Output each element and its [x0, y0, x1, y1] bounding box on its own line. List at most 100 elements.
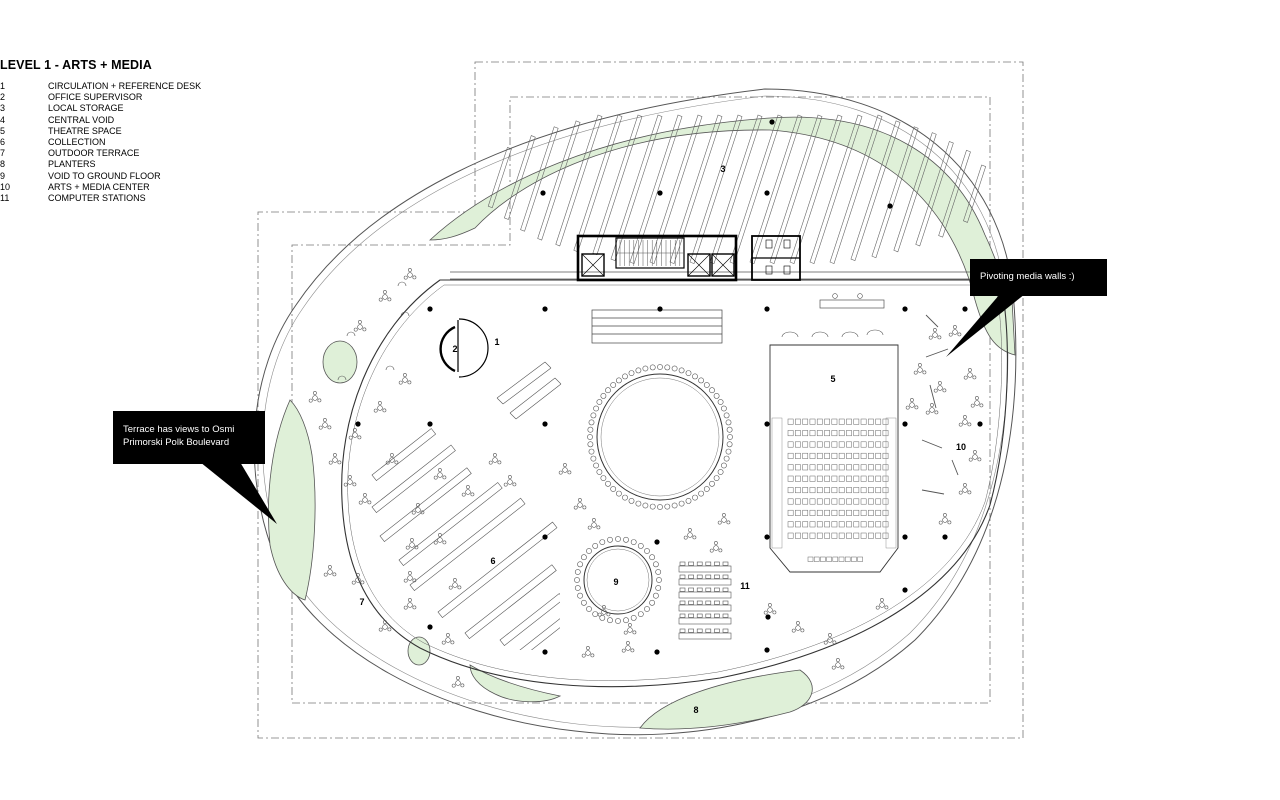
- legend-item-number: 1: [0, 81, 6, 91]
- void-ground-floor: [574, 536, 662, 624]
- storage-shelf: [629, 114, 683, 264]
- void9-chair: [574, 585, 581, 591]
- void-ground-floor-seating: [574, 536, 662, 624]
- cluster-chair: [412, 578, 417, 583]
- void9-chair: [574, 577, 580, 583]
- void-chair: [587, 441, 594, 448]
- theatre-seat: [824, 430, 830, 437]
- callout-media-walls: Pivoting media walls :): [970, 259, 1107, 296]
- computer-chair: [714, 613, 720, 618]
- structural-columns: [355, 119, 983, 655]
- cluster-chair: [382, 408, 387, 413]
- cluster-chair: [592, 518, 596, 522]
- theatre-seat: [875, 532, 882, 539]
- cluster-chair: [726, 520, 731, 525]
- computer-chair: [679, 561, 686, 566]
- void-chair: [685, 370, 692, 376]
- shelf-pair-a: [496, 361, 552, 405]
- cluster-chair: [348, 435, 353, 440]
- cluster-table: [327, 569, 333, 575]
- cluster-table: [909, 402, 915, 408]
- theatre-seat: [853, 441, 860, 448]
- cluster-chair: [402, 373, 407, 377]
- cluster-table: [492, 457, 498, 463]
- computer-chair: [714, 628, 720, 633]
- storage-shelf: [592, 114, 643, 256]
- cluster-chair: [963, 483, 967, 487]
- void-chair: [593, 405, 599, 412]
- theatre-seat: [882, 441, 889, 448]
- media-wall: [921, 489, 945, 495]
- theatre-seat: [860, 430, 867, 437]
- cluster-table: [355, 577, 361, 583]
- theatre-seat: [844, 556, 851, 562]
- cluster-chair: [403, 578, 408, 583]
- cluster-table: [389, 457, 395, 463]
- theatre-seat: [882, 498, 889, 505]
- void-chair: [587, 426, 594, 433]
- column: [427, 421, 433, 427]
- storage-shelf: [729, 114, 783, 264]
- void-chair: [698, 377, 704, 384]
- computer-chair: [722, 600, 729, 605]
- void-chair: [610, 486, 617, 492]
- cluster-chair: [563, 463, 567, 467]
- collection-shelf: [379, 467, 472, 543]
- theatre-seating: [787, 418, 889, 562]
- theatre-seat: [809, 532, 816, 539]
- storage-shelf: [573, 114, 623, 253]
- planter-west: [268, 399, 316, 601]
- void-chair: [698, 490, 704, 497]
- void9-chair: [623, 536, 629, 543]
- cluster-table: [937, 385, 943, 391]
- void-chair: [717, 469, 724, 475]
- theatre-seat: [795, 452, 801, 459]
- computer-chair: [688, 561, 694, 566]
- theatre-seat: [838, 430, 845, 437]
- collection-shelf: [398, 482, 503, 567]
- collection-shelf: [409, 497, 526, 592]
- void9-chair: [623, 617, 629, 624]
- theatre-seat: [802, 418, 809, 425]
- void-chair: [635, 500, 642, 507]
- media-wall: [925, 348, 949, 358]
- core-walls: [576, 234, 738, 282]
- storage-shelf: [789, 114, 843, 264]
- theatre-seat: [802, 475, 809, 482]
- storage-shelf: [537, 120, 581, 241]
- cluster-table: [929, 407, 935, 413]
- theatre-seat: [831, 430, 838, 437]
- theatre-seat: [860, 441, 867, 448]
- escalator-frame: [591, 309, 723, 344]
- office-wall-right: [458, 318, 489, 378]
- room-number-3: 3: [720, 164, 725, 174]
- cluster-table: [962, 419, 968, 425]
- theatre-seat: [824, 498, 830, 505]
- storage-shelving: [487, 114, 987, 264]
- theatre-seat: [802, 521, 809, 528]
- cluster-chair: [470, 492, 475, 497]
- computer-chair: [714, 561, 720, 566]
- theatre-seat: [820, 556, 826, 562]
- planter-north: [428, 116, 1016, 356]
- callout-media-pointer: [946, 294, 1025, 357]
- cluster-table: [357, 324, 363, 330]
- column: [542, 306, 548, 312]
- theatre-seat: [875, 498, 882, 505]
- cluster-chair: [937, 335, 942, 340]
- void9-chair: [615, 536, 621, 542]
- computer-chair: [696, 613, 703, 618]
- theatre-seat: [846, 498, 852, 505]
- void-chair: [664, 364, 671, 371]
- void-chair: [721, 405, 727, 412]
- theatre-seat: [838, 556, 845, 562]
- cluster-chair: [420, 510, 425, 515]
- theatre-seat: [831, 441, 838, 448]
- void-chair: [692, 494, 698, 501]
- cluster-table: [562, 467, 568, 473]
- cluster-chair: [772, 610, 777, 615]
- theatre-seat: [824, 441, 830, 448]
- theatre-seat: [853, 487, 860, 494]
- void-chair: [678, 367, 685, 374]
- theatre-seat: [795, 487, 801, 494]
